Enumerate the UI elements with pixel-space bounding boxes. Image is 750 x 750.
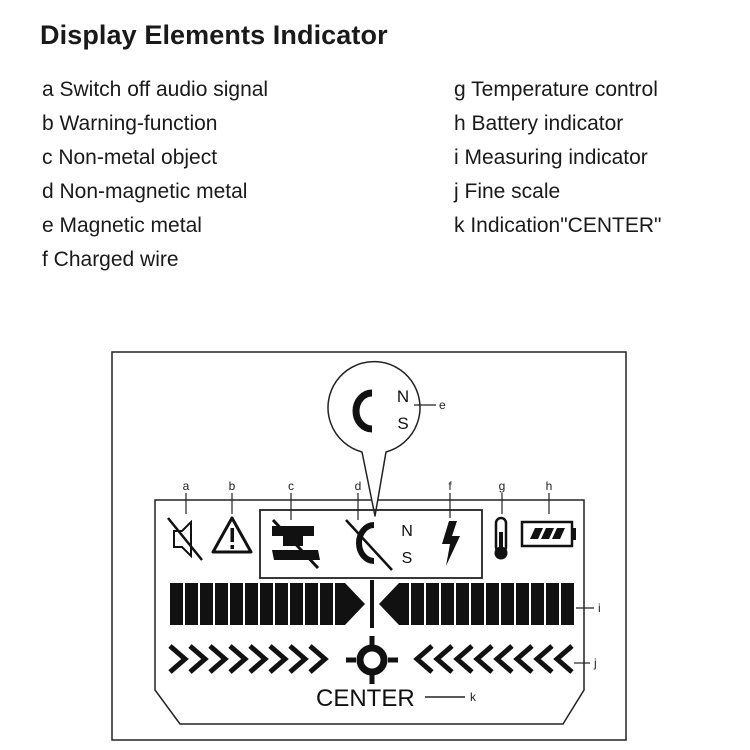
south-label-small: S	[402, 550, 413, 567]
center-label: CENTER	[316, 685, 415, 712]
crosshair-icon	[346, 636, 398, 684]
callout-b: b	[229, 479, 236, 493]
lightning-icon	[442, 521, 460, 566]
outer-frame	[111, 351, 627, 741]
south-label-large: S	[397, 414, 408, 433]
measuring-bar-right	[379, 583, 574, 625]
callout-d: d	[355, 479, 362, 493]
non-metal-object-icon	[271, 518, 320, 570]
callout-j: j	[593, 656, 597, 670]
callout-a: a	[183, 479, 190, 493]
north-label-small: N	[401, 523, 413, 540]
callout-c: c	[288, 479, 294, 493]
legend-item-e: e Magnetic metal	[42, 214, 202, 237]
north-label-large: N	[397, 387, 409, 406]
callout-i: i	[598, 601, 601, 615]
legend-item-j: j Fine scale	[454, 180, 561, 203]
legend-item-c: c Non-metal object	[42, 146, 218, 169]
warning-icon	[211, 516, 253, 554]
legend-item-i: i Measuring indicator	[454, 146, 648, 169]
display-outline	[154, 499, 585, 725]
battery-icon	[520, 520, 576, 548]
legend-item-b: b Warning-function	[42, 112, 218, 135]
callout-f: f	[448, 479, 452, 493]
callout-g: g	[499, 479, 506, 493]
legend-item-h: h Battery indicator	[454, 112, 624, 135]
non-magnetic-metal-icon	[345, 519, 393, 571]
legend-item-a: a Switch off audio signal	[42, 78, 269, 101]
callout-e: e	[439, 398, 446, 412]
material-group-box	[259, 509, 483, 579]
speaker-muted-icon	[167, 517, 203, 561]
page-title: Display Elements Indicator	[40, 20, 388, 50]
center-marker	[370, 580, 374, 628]
fine-scale-right	[413, 644, 574, 674]
legend-item-d: d Non-magnetic metal	[42, 180, 248, 203]
callout-h: h	[546, 479, 553, 493]
legend-item-f: f Charged wire	[42, 248, 179, 271]
fine-scale-left	[168, 644, 329, 674]
measuring-bar-left	[170, 583, 365, 625]
magnifier-callout	[327, 360, 421, 517]
legend-item-g: g Temperature control	[454, 78, 658, 101]
magnet-icon-large	[352, 389, 373, 433]
legend-item-k: k Indication"CENTER"	[454, 214, 662, 237]
callout-k: k	[470, 690, 477, 704]
thermometer-icon	[494, 516, 508, 560]
